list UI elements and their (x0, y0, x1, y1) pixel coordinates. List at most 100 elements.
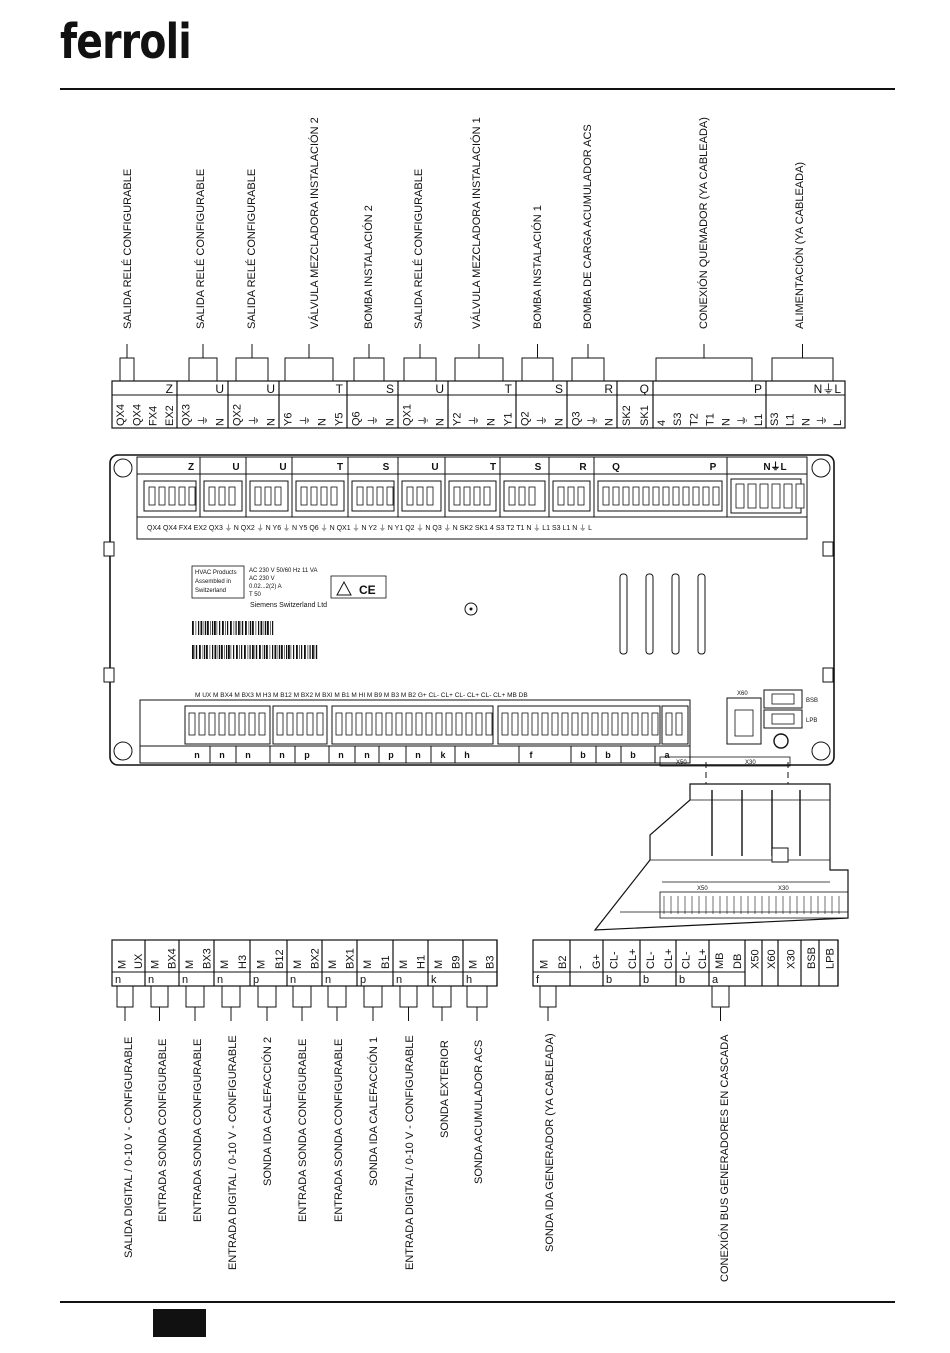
barcode (224, 645, 225, 659)
barcode (198, 621, 200, 635)
controller-top-letter: Z (188, 462, 194, 473)
barcode (219, 621, 221, 635)
terminal-slot (345, 712, 353, 736)
bottom-pin-label: M (150, 960, 162, 969)
terminal-slot (208, 486, 216, 506)
controller-bottom-pins: M UX M BX4 M BX3 M H3 M B12 M BX2 M BXI … (195, 692, 528, 699)
bottom-pin-label: CL- (680, 951, 692, 969)
top-pin-label: L1 (753, 414, 765, 426)
terminal-slot (712, 486, 720, 506)
terminal-slot (208, 712, 216, 736)
terminal-slot (356, 486, 364, 506)
controller-bottom-letter: k (440, 750, 446, 760)
barcode (194, 645, 196, 659)
bottom-block-letter: n (182, 974, 188, 986)
bottom-pin-label: M (292, 960, 304, 969)
bottom-connection-label: ENTRADA DIGITAL / 0-10 V - CONFIGURABLE (404, 1035, 416, 1270)
bottom-bracket (363, 986, 383, 1021)
terminal-slot (316, 712, 324, 736)
side-clip (103, 541, 115, 557)
controller-top-letter: R (579, 462, 587, 473)
terminal-slot (662, 486, 670, 506)
bottom-pin-label: M (184, 960, 196, 969)
bottom-connection-label: ENTRADA SONDA CONFIGURABLE (333, 1039, 345, 1222)
top-bracket (188, 344, 218, 381)
bottom-block-letter: h (466, 974, 472, 986)
terminal-slot (675, 712, 683, 736)
product-label (191, 565, 245, 599)
terminal-slot (642, 486, 650, 506)
terminal-slot (652, 486, 660, 506)
top-block-letter: P (754, 382, 762, 396)
lpb-port (763, 709, 803, 729)
top-connection-label: BOMBA INSTALACIÓN 2 (362, 205, 375, 329)
top-pin-label: QX3 (181, 404, 193, 426)
bottom-pin-label: DB (732, 954, 744, 969)
terminal-slot (518, 486, 526, 506)
bottom-pin-label: CL+ (697, 949, 709, 970)
detail-knob (771, 847, 789, 863)
bottom-block-letter: n (115, 974, 121, 986)
controller-top-letter: Q (612, 462, 620, 473)
top-pin-label: 4 (656, 420, 668, 426)
reset-button-icon (464, 602, 478, 616)
barcode (279, 645, 281, 659)
barcode (230, 621, 232, 635)
bottom-bracket (432, 986, 452, 1021)
barcode (277, 645, 279, 659)
bottom-pin-label: H3 (237, 955, 249, 969)
barcode (207, 621, 209, 635)
bottom-bracket-group (116, 986, 730, 1021)
bottom-pin-label: MB (714, 953, 726, 970)
bottom-pin-label: X50 (750, 949, 762, 969)
top-pin-label: L1 (785, 414, 797, 426)
barcode (205, 621, 207, 635)
barcode (214, 645, 217, 659)
barcode (248, 621, 250, 635)
controller-top-letter: T (337, 462, 343, 473)
barcode (252, 621, 254, 635)
terminal-slot (682, 486, 690, 506)
terminal-slot (426, 486, 434, 506)
terminal-slot (218, 712, 226, 736)
barcode (210, 621, 211, 635)
terminal-slot (425, 712, 433, 736)
bottom-pin-label: X30 (786, 949, 798, 969)
barcode (216, 621, 218, 635)
barcode (236, 645, 238, 659)
controller-top-letter: S (535, 462, 542, 473)
terminal-slot (473, 486, 481, 506)
terminal-slot (386, 486, 394, 506)
terminal-slot (508, 486, 516, 506)
terminal-slot (601, 712, 609, 736)
terminal-slot (561, 712, 569, 736)
ce-mark: CE (359, 583, 376, 597)
mount-hole (811, 458, 831, 478)
terminal-slot (591, 712, 599, 736)
terminal-slot (795, 483, 805, 509)
x60-port (726, 697, 762, 745)
top-block-letter: S (386, 382, 394, 396)
bottom-bracket (185, 986, 205, 1021)
bottom-bracket (711, 986, 730, 1021)
top-pin-label: ⏚ (417, 415, 430, 426)
side-clip (103, 667, 115, 683)
bottom-pin-label: M (398, 960, 410, 969)
top-pin-label: L (832, 420, 844, 426)
bottom-bracket (327, 986, 347, 1021)
bottom-pin-label: X60 (766, 949, 778, 969)
mount-hole (113, 741, 133, 761)
product-label-line: Assembled in (195, 579, 231, 585)
barcode (260, 621, 263, 635)
controller-bottom-letter: b (580, 750, 586, 760)
barcode (304, 645, 306, 659)
bottom-pin-label: UX (133, 953, 145, 969)
terminal-slot (228, 712, 236, 736)
terminal-slot (310, 486, 318, 506)
side-clip (822, 541, 834, 557)
controller-bottom-letter: f (530, 750, 534, 760)
top-pin-label: S3 (672, 413, 684, 426)
controller-bottom-letter: p (388, 750, 394, 760)
bottom-connection-label: SONDA EXTERIOR (439, 1040, 451, 1138)
